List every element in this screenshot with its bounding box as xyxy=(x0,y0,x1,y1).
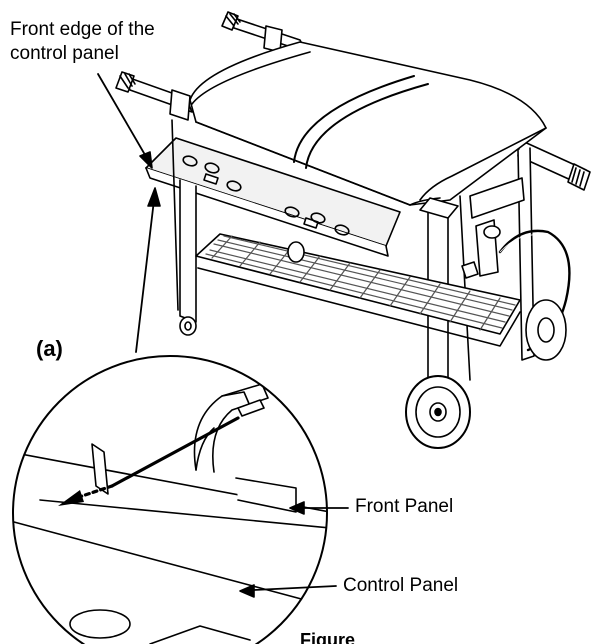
right-handle xyxy=(517,139,591,191)
front-edge-label-line2: control panel xyxy=(10,43,119,64)
front-edge-leader xyxy=(97,73,149,161)
control-panel-arrowhead xyxy=(239,584,255,598)
left-handle xyxy=(115,71,193,121)
front-panel-arrowhead xyxy=(289,501,305,515)
detail-leader xyxy=(135,199,155,353)
detail-leader-arrowhead xyxy=(147,187,161,207)
front-edge-label: Front edge of the control panel xyxy=(10,18,155,66)
back-handle xyxy=(221,11,307,53)
wheel-rear-right xyxy=(525,299,567,361)
grill-top xyxy=(189,41,547,206)
detail-marker-label: (a) xyxy=(36,336,63,361)
wheel-front-right xyxy=(405,375,471,449)
detail-circle xyxy=(12,355,328,644)
regulator-hose xyxy=(461,177,571,352)
front-panel-label: Front Panel xyxy=(355,496,454,517)
control-panel xyxy=(145,137,401,257)
wheel-left-caster xyxy=(179,316,197,336)
front-edge-arrowhead xyxy=(139,151,153,169)
control-panel-label: Control Panel xyxy=(343,575,459,596)
figure-caption: Figure xyxy=(300,630,356,644)
lower-shelf xyxy=(195,233,521,347)
front-edge-label-line1: Front edge of the xyxy=(10,19,155,40)
control-panel-leader xyxy=(253,585,337,591)
